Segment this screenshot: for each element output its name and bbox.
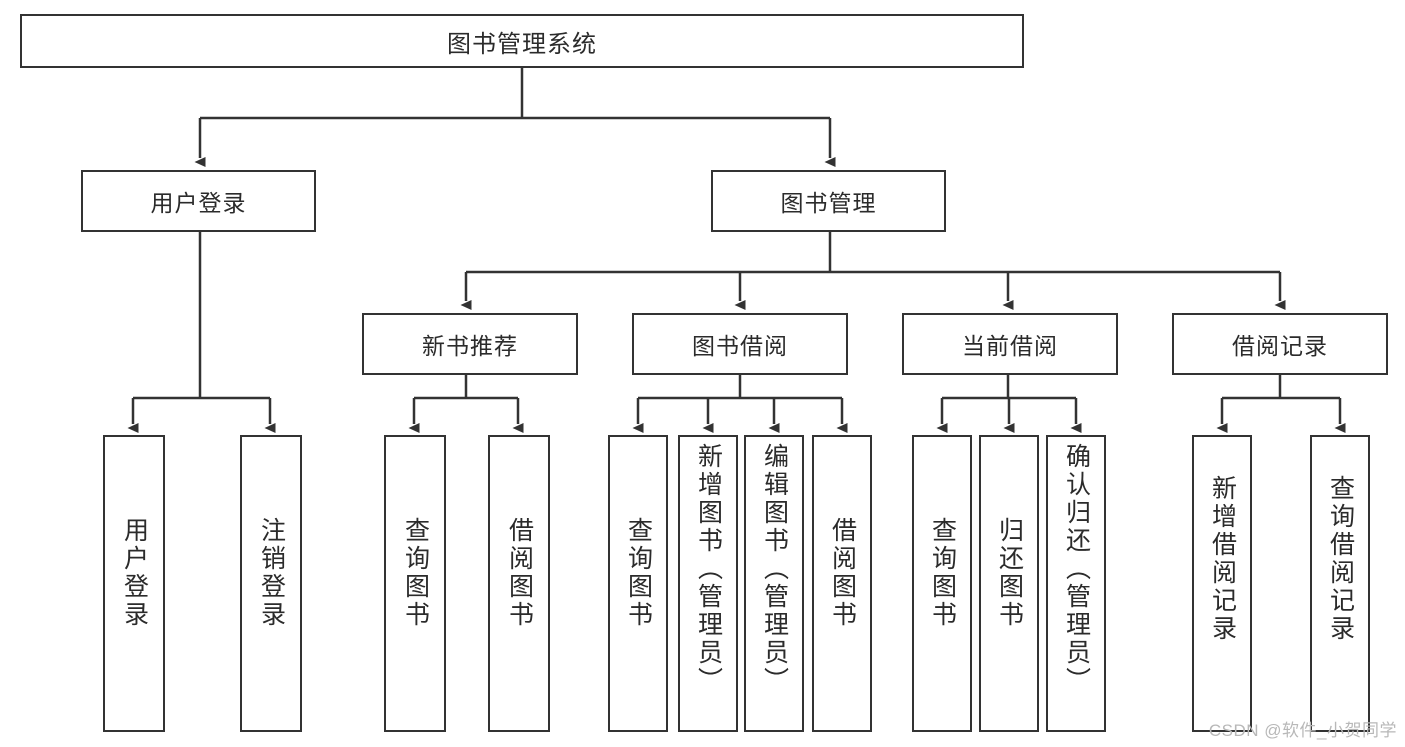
node-leaf-add-borrow-record[interactable]: 新增借阅记录: [1192, 435, 1252, 732]
node-borrow-record[interactable]: 借阅记录: [1172, 313, 1388, 375]
node-root[interactable]: 图书管理系统: [20, 14, 1024, 68]
node-book-management[interactable]: 图书管理: [711, 170, 946, 232]
node-current-borrow-label: 当前借阅: [962, 333, 1058, 359]
node-leaf-edit-book[interactable]: 编辑图书（管理员）: [744, 435, 804, 732]
node-leaf-logout-login-label: 注销登录: [257, 517, 286, 629]
node-book-management-label: 图书管理: [780, 190, 877, 216]
node-leaf-borrow-book-2-label: 借阅图书: [828, 517, 857, 629]
node-user-login[interactable]: 用户登录: [81, 170, 316, 232]
node-leaf-logout-login[interactable]: 注销登录: [240, 435, 302, 732]
node-leaf-confirm-return-label: 确认归还（管理员）: [1062, 443, 1091, 695]
node-leaf-query-book-2[interactable]: 查询图书: [608, 435, 668, 732]
node-leaf-query-borrow-record-label: 查询借阅记录: [1326, 475, 1355, 643]
node-leaf-edit-book-label: 编辑图书（管理员）: [760, 443, 789, 695]
node-leaf-borrow-book-1[interactable]: 借阅图书: [488, 435, 550, 732]
node-leaf-query-book-1-label: 查询图书: [401, 517, 430, 629]
csdn-watermark: CSDN @软件_小贺同学: [1208, 721, 1397, 740]
node-leaf-return-book[interactable]: 归还图书: [979, 435, 1039, 732]
node-leaf-add-book-label: 新增图书（管理员）: [694, 443, 723, 695]
node-leaf-borrow-book-2[interactable]: 借阅图书: [812, 435, 872, 732]
node-book-borrow[interactable]: 图书借阅: [632, 313, 848, 375]
node-book-borrow-label: 图书借阅: [692, 333, 788, 359]
node-new-book-recommend[interactable]: 新书推荐: [362, 313, 578, 375]
node-current-borrow[interactable]: 当前借阅: [902, 313, 1118, 375]
node-user-login-label: 用户登录: [150, 190, 247, 216]
node-new-book-recommend-label: 新书推荐: [422, 333, 518, 359]
node-leaf-query-borrow-record[interactable]: 查询借阅记录: [1310, 435, 1370, 732]
node-root-label: 图书管理系统: [447, 30, 597, 58]
node-leaf-query-book-1[interactable]: 查询图书: [384, 435, 446, 732]
node-leaf-user-login-label: 用户登录: [120, 517, 149, 629]
node-leaf-return-book-label: 归还图书: [995, 517, 1024, 629]
node-leaf-query-book-2-label: 查询图书: [624, 517, 653, 629]
node-leaf-borrow-book-1-label: 借阅图书: [505, 517, 534, 629]
node-leaf-query-book-3[interactable]: 查询图书: [912, 435, 972, 732]
node-leaf-confirm-return[interactable]: 确认归还（管理员）: [1046, 435, 1106, 732]
node-leaf-add-book[interactable]: 新增图书（管理员）: [678, 435, 738, 732]
node-borrow-record-label: 借阅记录: [1232, 333, 1328, 359]
node-leaf-add-borrow-record-label: 新增借阅记录: [1208, 475, 1237, 643]
node-leaf-user-login[interactable]: 用户登录: [103, 435, 165, 732]
node-leaf-query-book-3-label: 查询图书: [928, 517, 957, 629]
